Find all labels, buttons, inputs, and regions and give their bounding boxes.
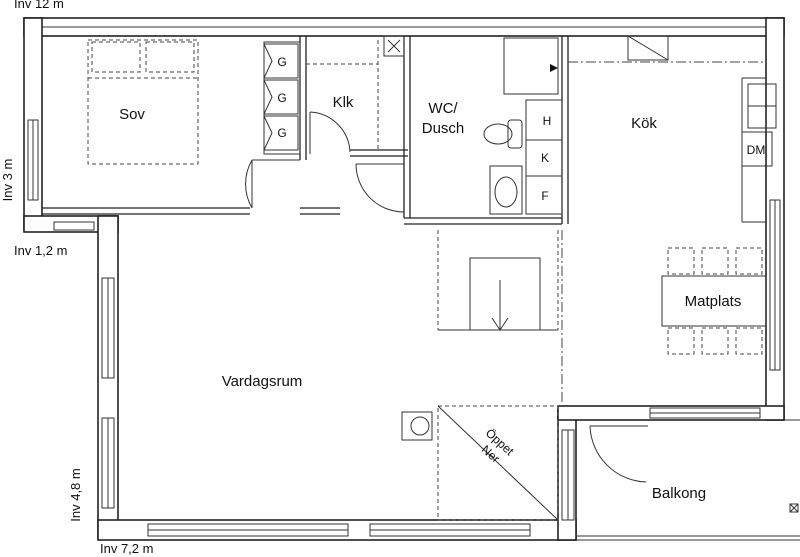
unit-label-f: F [541, 189, 548, 203]
dimension-bottom: Inv 7,2 m [100, 541, 153, 556]
windows [27, 119, 781, 537]
kitchen-fittings: DM [568, 35, 777, 223]
room-label-vardagsrum: Vardagsrum [222, 373, 303, 390]
room-labels: Sov Klk WC/ Dusch Kök Matplats Vardagsru… [119, 94, 741, 502]
dimension-left-upper: Inv 3 m [0, 159, 15, 202]
dining-table [661, 247, 767, 355]
open-void: Öppet Ner [437, 405, 559, 521]
room-label-klk: Klk [333, 94, 354, 111]
wardrobe-label-2: G [277, 91, 286, 105]
stove [401, 411, 433, 441]
unit-label-h: H [543, 114, 552, 128]
dimension-top: Inv 12 m [14, 0, 64, 11]
bed [87, 39, 199, 165]
dimension-left-lower: Inv 4,8 m [68, 468, 83, 521]
room-label-wc-line2: Dusch [422, 120, 465, 137]
room-label-sov: Sov [119, 106, 145, 123]
bathroom-fixtures [483, 37, 559, 215]
walk-in-closet-shelves [306, 40, 379, 150]
stairwell [437, 230, 563, 406]
wardrobes: G G G [263, 41, 301, 155]
wardrobe-label-1: G [277, 55, 286, 69]
dimension-labels: Inv 12 m Inv 3 m Inv 1,2 m Inv 4,8 m Inv… [0, 0, 153, 556]
room-label-kok: Kök [631, 115, 657, 132]
interior-walls [42, 35, 569, 225]
balcony [576, 419, 800, 541]
room-label-wc-line1: WC/ [428, 100, 458, 117]
unit-label-k: K [541, 151, 549, 165]
room-label-matplats: Matplats [685, 293, 742, 310]
dimension-left-step: Inv 1,2 m [14, 243, 67, 258]
dishwasher-label: DM [747, 143, 766, 157]
wardrobe-label-3: G [277, 126, 286, 140]
room-label-balkong: Balkong [652, 485, 706, 502]
laundry-units: H K F [525, 99, 563, 215]
doors [245, 111, 648, 483]
